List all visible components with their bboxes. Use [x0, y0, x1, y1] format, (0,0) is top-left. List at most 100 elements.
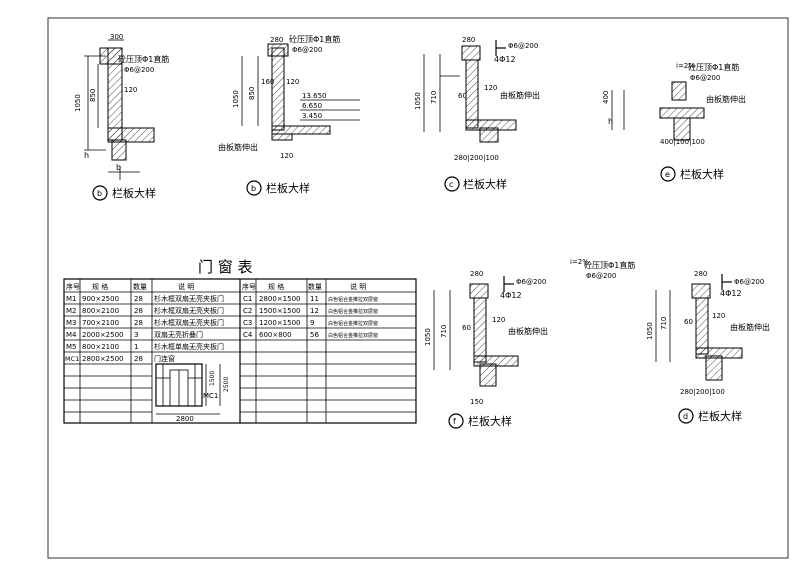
- mc1-h2: 2500: [223, 377, 230, 392]
- svg-text:栏板大样: 栏板大样: [468, 414, 512, 428]
- svg-text:280: 280: [470, 270, 483, 278]
- cell: MC1: [65, 355, 79, 363]
- slab: [107, 127, 155, 143]
- mc1-h1: 1500: [209, 371, 216, 386]
- svg-text:i=2%: i=2%: [570, 258, 589, 266]
- detail-title: 栏板大样: [112, 186, 156, 200]
- th-qty-r: 数量: [308, 282, 322, 291]
- cell: 门连窗: [154, 354, 175, 363]
- mc1-label: MC1: [203, 392, 218, 400]
- svg-text:栏板大样: 栏板大样: [698, 409, 742, 423]
- svg-text:由板筋伸出: 由板筋伸出: [218, 142, 258, 152]
- svg-text:由板筋伸出: 由板筋伸出: [500, 90, 540, 100]
- svg-text:160: 160: [261, 78, 274, 86]
- sheet-frame: [47, 17, 789, 559]
- svg-text:150: 150: [470, 398, 483, 406]
- cell: M1: [66, 295, 77, 303]
- cell: 28: [134, 295, 143, 303]
- svg-text:h: h: [608, 117, 613, 126]
- svg-text:d: d: [683, 412, 688, 421]
- svg-text:由板筋伸出: 由板筋伸出: [706, 94, 746, 104]
- cell: C4: [243, 331, 253, 339]
- svg-text:120: 120: [280, 152, 293, 160]
- svg-text:栏板大样: 栏板大样: [463, 177, 507, 191]
- svg-text:60: 60: [684, 318, 693, 326]
- svg-text:3.450: 3.450: [302, 112, 322, 120]
- cell: 56: [310, 331, 319, 339]
- cell: 1: [134, 343, 138, 351]
- svg-text:4Φ12: 4Φ12: [500, 291, 522, 300]
- cell: 1200×1500: [259, 319, 301, 327]
- svg-text:6.650: 6.650: [302, 102, 322, 110]
- cell: 1500×1500: [259, 307, 301, 315]
- cell: 28: [134, 319, 143, 327]
- svg-text:Φ6@200: Φ6@200: [508, 42, 538, 50]
- svg-text:1050: 1050: [414, 92, 422, 110]
- dim-850: 850: [89, 89, 97, 102]
- cell: 9: [310, 319, 314, 327]
- svg-text:4Φ12: 4Φ12: [494, 55, 516, 64]
- cell: C2: [243, 307, 252, 315]
- beam: [111, 139, 127, 161]
- cell: 800×2100: [82, 343, 119, 351]
- cell: 28: [134, 355, 143, 363]
- svg-text:400|100|100: 400|100|100: [660, 138, 705, 146]
- svg-text:栏板大样: 栏板大样: [680, 167, 724, 181]
- detail-5: 280 Φ6@200 4Φ12 120 60 1050 710 由板筋伸出 15…: [424, 270, 548, 429]
- cell: 杉木框单扇无亮夹板门: [154, 342, 224, 351]
- table-title: 门 窗 表: [198, 258, 253, 276]
- cell: 800×2100: [82, 307, 119, 315]
- detail-6: i=2% 砼压顶Φ1直筋 Φ6@200 280 Φ6@200 4Φ12 120 …: [570, 258, 770, 424]
- svg-text:砼压顶Φ1直筋: 砼压顶Φ1直筋: [584, 260, 635, 270]
- detail-2: 280 砼压顶Φ1直筋 Φ6@200 160 120 1050 850 13.6…: [218, 34, 360, 196]
- svg-text:280: 280: [270, 36, 283, 44]
- svg-text:120: 120: [484, 84, 497, 92]
- cell: 双扇无亮折叠门: [154, 330, 203, 339]
- th-spec-r: 规 格: [268, 282, 284, 291]
- cell: M2: [66, 307, 77, 315]
- cell: C1: [243, 295, 252, 303]
- cell: M4: [66, 331, 77, 339]
- detail-3: 280 Φ6@200 4Φ12 120 60 1050 710 由板筋伸出 28…: [414, 36, 540, 192]
- detail-1: 300 砼压顶Φ1直筋 Φ6@200 120 1050 850 h b b 栏板…: [74, 33, 169, 201]
- svg-text:1050: 1050: [646, 322, 654, 340]
- svg-text:c: c: [449, 180, 453, 189]
- svg-text:400: 400: [602, 91, 610, 104]
- svg-text:60: 60: [458, 92, 467, 100]
- svg-text:由板筋伸出: 由板筋伸出: [508, 326, 548, 336]
- th-no-r: 序号: [242, 282, 256, 291]
- svg-text:280: 280: [694, 270, 707, 278]
- svg-text:Φ6@200: Φ6@200: [586, 272, 616, 280]
- svg-text:710: 710: [430, 91, 438, 104]
- svg-text:砼压顶Φ1直筋: 砼压顶Φ1直筋: [289, 34, 340, 44]
- svg-text:13.650: 13.650: [302, 92, 327, 100]
- svg-text:1050: 1050: [424, 328, 432, 346]
- coping-rebar: Φ6@200: [124, 66, 154, 74]
- cell: 900×2500: [82, 295, 119, 303]
- svg-text:120: 120: [286, 78, 299, 86]
- cell: 杉木框双扇无亮夹板门: [154, 306, 224, 315]
- svg-text:f: f: [453, 417, 456, 426]
- cell: 杉木框双扇无亮夹板门: [154, 294, 224, 303]
- th-desc-r: 说 明: [350, 282, 366, 291]
- dim-1050: 1050: [74, 94, 82, 112]
- svg-text:e: e: [665, 170, 670, 179]
- cell: 2800×1500: [259, 295, 301, 303]
- svg-text:280|200|100: 280|200|100: [454, 154, 499, 162]
- detail-marker: [92, 185, 108, 201]
- detail-4: i=2% 砼压顶Φ1直筋 Φ6@200 400 由板筋伸出 h 400|100|…: [602, 62, 746, 182]
- svg-text:710: 710: [660, 317, 668, 330]
- detail-letter: b: [97, 189, 102, 198]
- svg-text:1050: 1050: [232, 90, 240, 108]
- dim-120: 120: [124, 86, 137, 94]
- cell: 白色铝合金推拉双层窗: [328, 320, 378, 327]
- cell: 12: [310, 307, 319, 315]
- cell: 2800×2500: [82, 355, 124, 363]
- svg-text:60: 60: [462, 324, 471, 332]
- cell: 3: [134, 331, 138, 339]
- svg-text:由板筋伸出: 由板筋伸出: [730, 322, 770, 332]
- svg-text:Φ6@200: Φ6@200: [690, 74, 720, 82]
- th-desc-l: 说 明: [178, 282, 194, 291]
- svg-text:120: 120: [712, 312, 725, 320]
